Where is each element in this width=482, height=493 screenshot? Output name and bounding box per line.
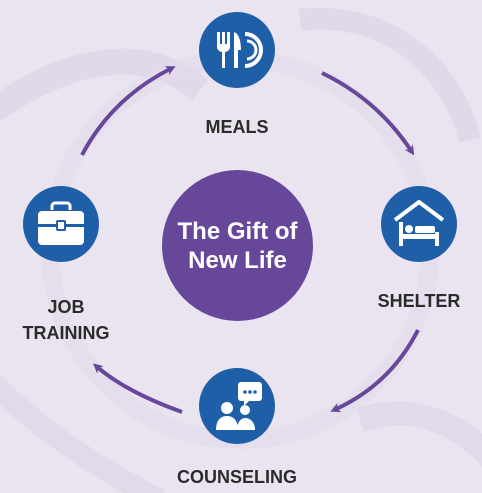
arrow-job-training-to-meals [80, 66, 176, 156]
shelter-label: SHELTER [377, 291, 461, 311]
center-title: The Gift of New Life [177, 217, 298, 274]
job-training-label: JOB TRAINING [22, 297, 110, 343]
bed-house-icon [393, 200, 445, 246]
arrow-meals-to-shelter [321, 71, 415, 156]
meals-node [199, 12, 275, 88]
meals-label: MEALS [205, 117, 269, 137]
fork-knife-plate-icon [217, 32, 263, 68]
toolbox-icon [38, 201, 84, 245]
counseling-label: COUNSELING [176, 467, 297, 487]
arrow-shelter-to-counseling [330, 329, 420, 413]
people-speech-bubble-icon [216, 382, 262, 430]
shelter-node [381, 186, 457, 262]
job-training-node [23, 186, 99, 262]
counseling-node [199, 368, 275, 444]
center-circle: The Gift of New Life [162, 170, 313, 321]
arrow-counseling-to-job-training [92, 363, 183, 414]
